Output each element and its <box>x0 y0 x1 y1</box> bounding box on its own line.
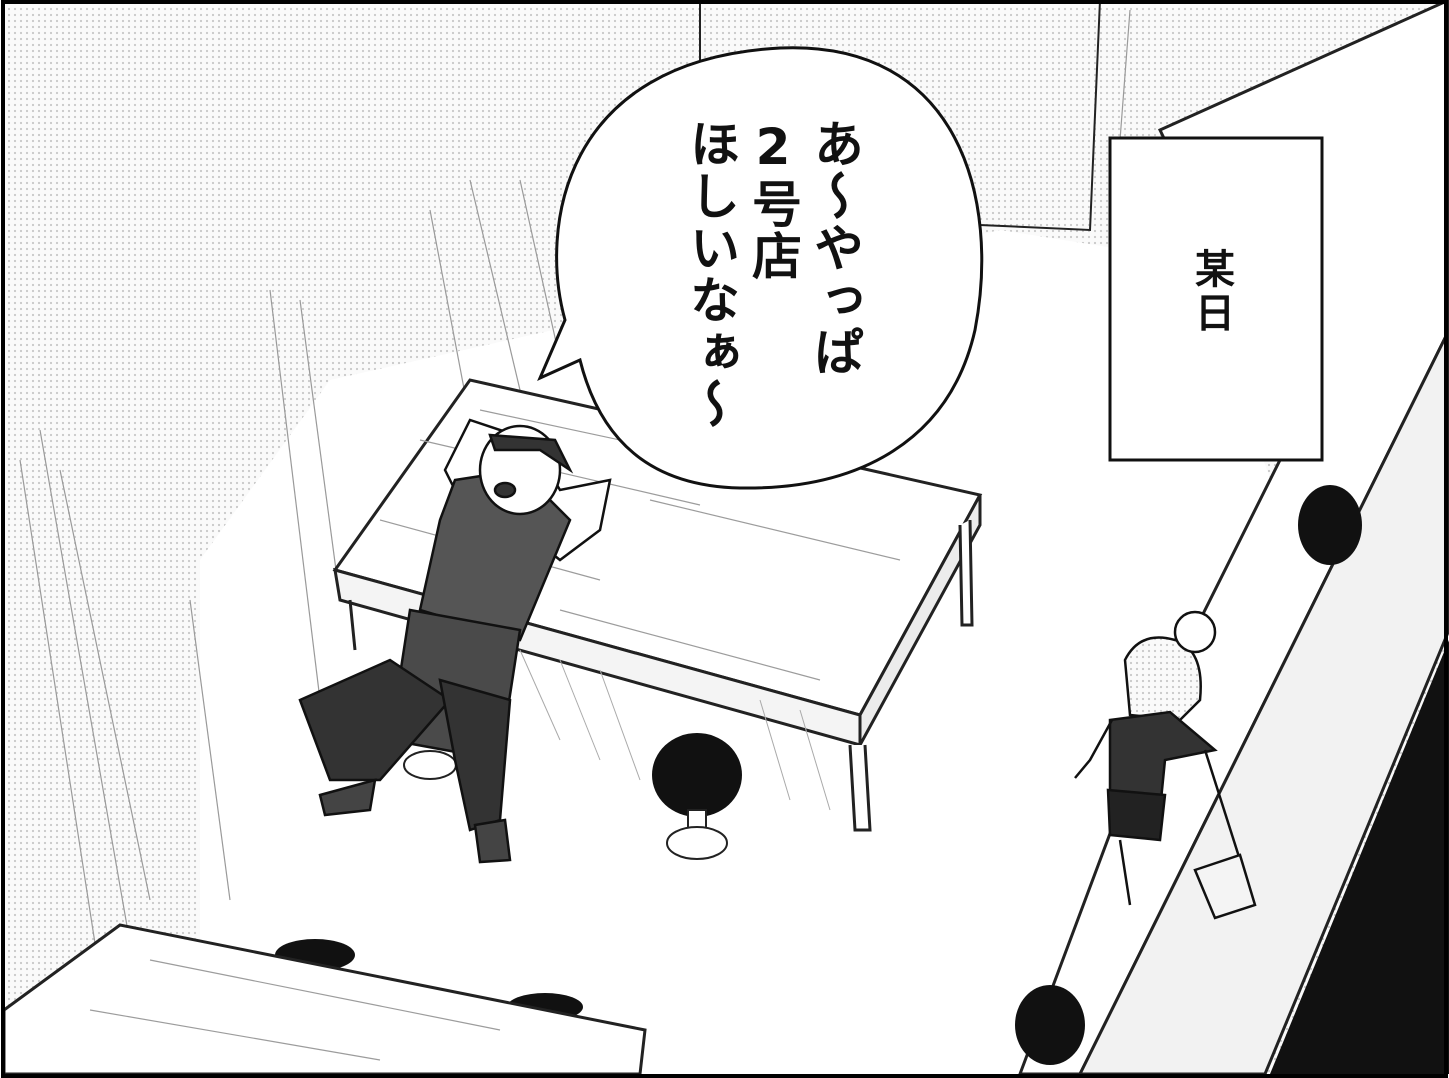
woman-character <box>1074 610 1257 920</box>
stool <box>652 733 742 860</box>
speech-bubble <box>537 46 984 490</box>
stool-seat <box>1015 985 1085 1065</box>
table-shadow <box>519 649 831 811</box>
speech-bubble-text: あ〜やっぱ 2号店 ほしいなぁ〜 <box>682 118 864 430</box>
foreground-table <box>2 923 647 1076</box>
caption-text: 某日 <box>1188 248 1234 336</box>
man-character <box>298 418 612 864</box>
counter-shadow <box>1270 640 1449 1074</box>
stool-seat <box>1298 485 1362 565</box>
caption-box <box>1108 136 1324 462</box>
stool-base <box>403 750 457 780</box>
